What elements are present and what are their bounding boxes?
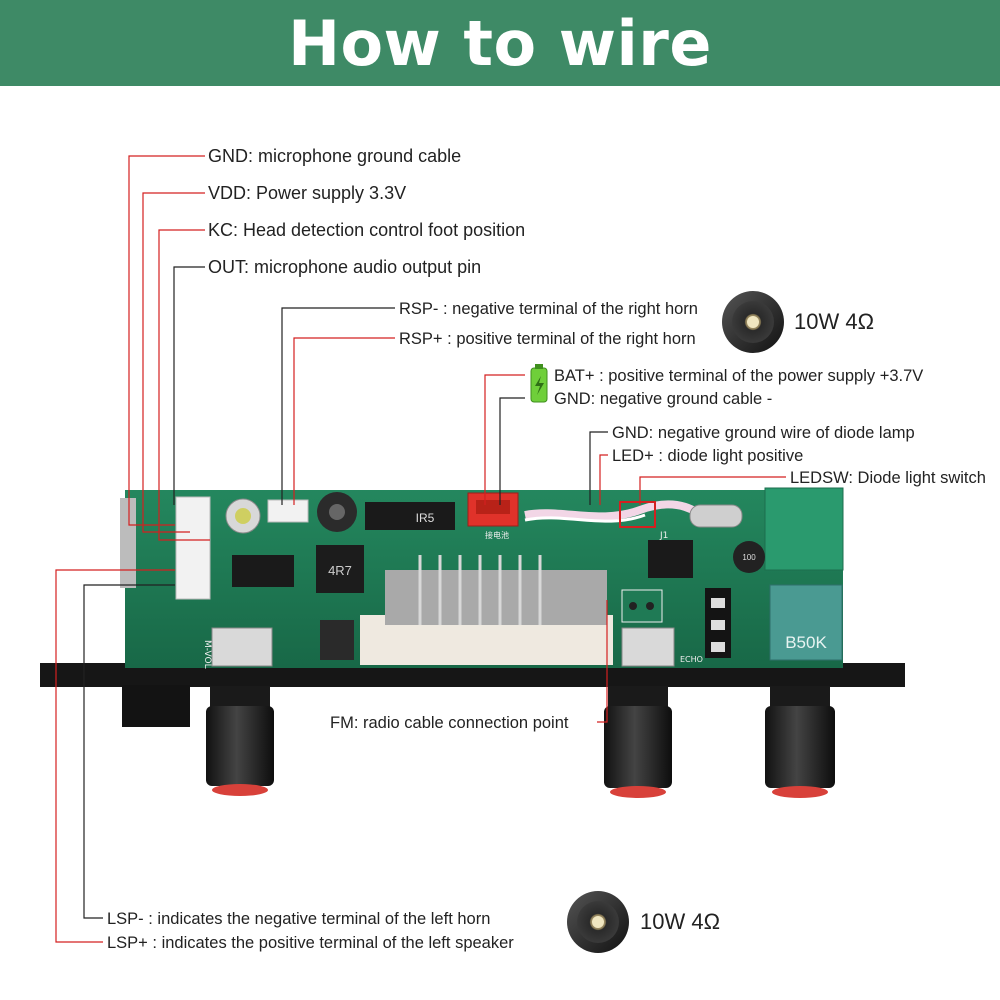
label-gnd-led: GND: negative ground wire of diode lamp — [612, 424, 915, 442]
battery-icon — [530, 364, 548, 403]
main-chip — [648, 540, 693, 578]
amp-chip — [232, 555, 294, 587]
mic-connector — [175, 496, 211, 600]
leader-bat-plus — [484, 374, 525, 505]
speaker-right-rating: 10W 4Ω — [794, 309, 875, 334]
potentiometer — [769, 584, 843, 661]
speaker-icon-right — [722, 291, 784, 353]
mvol-switch — [211, 627, 273, 667]
capacitor-marking: 100 — [742, 553, 756, 562]
leader-fm — [597, 600, 608, 723]
label-lsp-plus: LSP+ : indicates the positive terminal o… — [107, 934, 514, 952]
label-vdd: VDD: Power supply 3.3V — [208, 183, 407, 203]
label-gnd-mic: GND: microphone ground cable — [208, 146, 462, 166]
rsp-connector — [267, 499, 309, 523]
page-title: How to wire — [288, 6, 712, 80]
echo-marking: ECHO — [680, 655, 703, 664]
tact-switch — [320, 620, 354, 660]
label-ledsw: LEDSW: Diode light switch — [790, 469, 986, 487]
j1-marking: J1 — [659, 531, 668, 541]
capacitor-3 — [733, 541, 765, 573]
leader-lines — [55, 155, 786, 943]
fm-connector — [621, 589, 663, 623]
bluetooth-module — [764, 487, 844, 571]
mic-jack-left — [120, 498, 136, 588]
label-led-plus: LED+ : diode light positive — [612, 447, 804, 465]
leader-gnd-bat — [499, 397, 525, 505]
label-kc: KC: Head detection control foot position — [208, 220, 526, 240]
leader-gnd-mic — [128, 155, 205, 526]
battery-port-marking: 接电池 — [485, 530, 509, 540]
inductor — [316, 545, 364, 593]
pot-marking: B50K — [785, 633, 827, 652]
ledsw-highlight — [619, 501, 656, 528]
label-out: OUT: microphone audio output pin — [208, 257, 482, 277]
leader-out — [173, 266, 205, 505]
label-rsp-plus: RSP+ : positive terminal of the right ho… — [399, 330, 696, 348]
knob-left — [206, 686, 274, 796]
header-banner: How to wire — [0, 0, 1000, 86]
leader-lsp-plus — [55, 569, 175, 943]
display-frame — [385, 570, 607, 625]
leader-gnd-led — [589, 431, 608, 505]
leader-ledsw — [639, 476, 786, 505]
leader-kc — [158, 229, 210, 541]
fm-switch — [621, 627, 675, 667]
leader-led-plus — [599, 454, 608, 505]
ir5-chip — [365, 502, 455, 530]
label-rsp-minus: RSP- : negative terminal of the right ho… — [399, 300, 698, 318]
leader-vdd — [142, 192, 205, 533]
mvol-marking: M-VOL — [202, 640, 212, 669]
inductor-marking: 4R7 — [328, 563, 352, 578]
audio-jack — [122, 685, 190, 727]
label-gnd-bat: GND: negative ground cable - — [554, 390, 773, 408]
label-bat-plus: BAT+ : positive terminal of the power su… — [554, 367, 924, 385]
label-fm: FM: radio cable connection point — [330, 714, 569, 732]
label-lsp-minus: LSP- : indicates the negative terminal o… — [107, 910, 491, 928]
ir5-marking: IR5 — [416, 511, 435, 525]
knob-middle — [604, 686, 672, 798]
knob-right — [765, 686, 835, 798]
speaker-icon-left — [567, 891, 629, 953]
leader-rsp-minus — [281, 307, 395, 505]
circuit-board: IR5 接电池 J1 4R7 100 J4 — [40, 487, 905, 798]
speaker-left-rating: 10W 4Ω — [640, 909, 721, 934]
leader-rsp-plus — [293, 337, 395, 505]
leader-lsp-minus — [83, 584, 175, 919]
crystal — [689, 504, 743, 528]
